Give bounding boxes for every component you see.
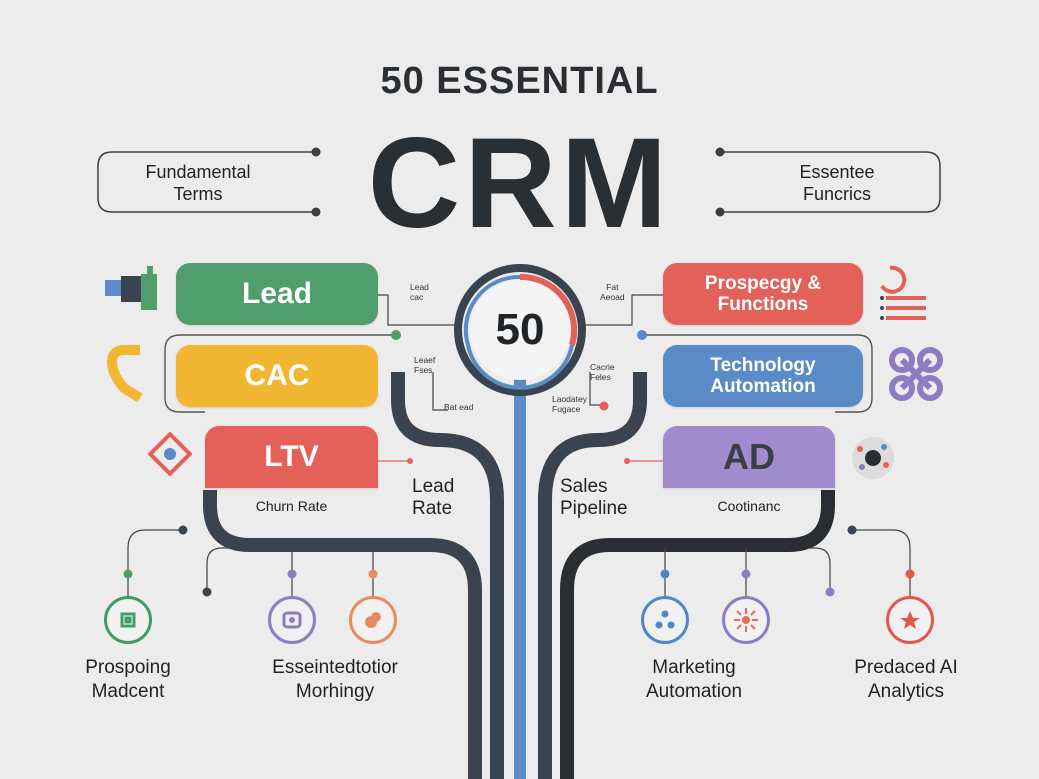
- left-frame-line2: Terms: [173, 184, 223, 204]
- label-lead-rate-line2: Rate: [412, 498, 453, 519]
- star-icon[interactable]: [886, 596, 934, 644]
- left-frame-line1: Fundamental: [145, 162, 251, 182]
- ad-card[interactable]: AD Cootinanc: [663, 426, 835, 526]
- pill-prospecgy-functions[interactable]: Prospecgy & Functions: [663, 263, 863, 325]
- pill-lead[interactable]: Lead: [176, 263, 378, 325]
- label-sales-pipeline: Sales Pipeline: [560, 476, 628, 520]
- note-tech-bottom: Laodatey Fugace: [552, 394, 587, 414]
- folder-icon: [105, 266, 157, 310]
- note-prospecgy: Fat Aeoad: [600, 282, 625, 302]
- label-marketing-line2: Automation: [645, 681, 743, 702]
- label-prospoing-line2: Madcent: [91, 681, 165, 702]
- label-esseintedtotior-morhingy: Esseintedtotior Morhingy: [240, 656, 430, 704]
- page-title: CRM: [367, 112, 672, 255]
- pill-ad: AD: [663, 426, 835, 488]
- label-predaced-line2: Analytics: [867, 681, 945, 702]
- tag-icon[interactable]: [349, 596, 397, 644]
- badge-icon[interactable]: [268, 596, 316, 644]
- pill-ltv: LTV: [205, 426, 378, 488]
- label-prospoing-line1: Prospoing: [85, 657, 171, 678]
- label-marketing-automation: Marketing Automation: [614, 656, 774, 704]
- shield-icon[interactable]: [104, 596, 152, 644]
- right-frame-line2: Funcrics: [802, 184, 871, 204]
- right-frame-line1: Essentee: [799, 162, 875, 182]
- pill-technology-line2: Automation: [710, 376, 816, 397]
- diamond-icon: [148, 432, 192, 476]
- note-tech: Cacrie Feles: [590, 362, 615, 382]
- stack-icon: [880, 265, 926, 320]
- left-frame-heading: Fundamental Terms: [98, 161, 298, 205]
- note-cac-line2: Fses: [414, 365, 433, 375]
- network-icon[interactable]: [641, 596, 689, 644]
- pill-technology-line1: Technology: [710, 355, 816, 376]
- note-tech-line3: Laodatey: [552, 394, 587, 404]
- ltv-caption: Churn Rate: [255, 498, 328, 514]
- note-lead-line1: Lead: [410, 282, 429, 292]
- label-lead-rate-line1: Lead: [412, 476, 455, 497]
- note-prospecgy-line2: Aeoad: [600, 292, 625, 302]
- pill-prospecgy-line2: Functions: [717, 294, 809, 315]
- right-frame-heading: Essentee Funcrics: [737, 161, 937, 205]
- note-prospecgy-line1: Fat: [606, 282, 619, 292]
- sun-icon[interactable]: [722, 596, 770, 644]
- puzzle-icon: [889, 347, 943, 401]
- label-esseintedtotior-line1: Esseintedtotior: [272, 657, 398, 678]
- note-tech-line1: Cacrie: [590, 362, 615, 372]
- page-subtitle: 50 ESSENTIAL: [380, 60, 659, 102]
- note-tech-line4: Fugace: [552, 404, 581, 414]
- note-lead: Lead cac: [410, 282, 429, 302]
- label-prospoing-madcent: Prospoing Madcent: [48, 656, 208, 704]
- target-icon: [852, 437, 894, 479]
- note-lead-line2: cac: [410, 292, 424, 302]
- label-lead-rate: Lead Rate: [412, 476, 454, 520]
- pill-prospecgy-line1: Prospecgy &: [704, 273, 822, 294]
- pill-cac[interactable]: CAC: [176, 345, 378, 407]
- label-sales-pipeline-line2: Pipeline: [560, 498, 628, 519]
- note-cac-bottom: Bat ead: [444, 402, 474, 412]
- label-predaced-ai-analytics: Predaced AI Analytics: [826, 656, 986, 704]
- note-cac: Leaef Fses: [414, 355, 435, 375]
- label-esseintedtotior-line2: Morhingy: [295, 681, 375, 702]
- ltv-card[interactable]: LTV Churn Rate: [205, 426, 378, 526]
- bracket-icon: [106, 345, 143, 403]
- note-cac-line1: Leaef: [414, 355, 436, 365]
- ad-caption: Cootinanc: [717, 498, 781, 514]
- center-count: 50: [470, 280, 570, 380]
- note-tech-line2: Feles: [590, 372, 611, 382]
- label-marketing-line1: Marketing: [652, 657, 736, 678]
- pill-technology-automation[interactable]: Technology Automation: [663, 345, 863, 407]
- label-predaced-line1: Predaced AI: [854, 657, 958, 678]
- label-sales-pipeline-line1: Sales: [560, 476, 608, 497]
